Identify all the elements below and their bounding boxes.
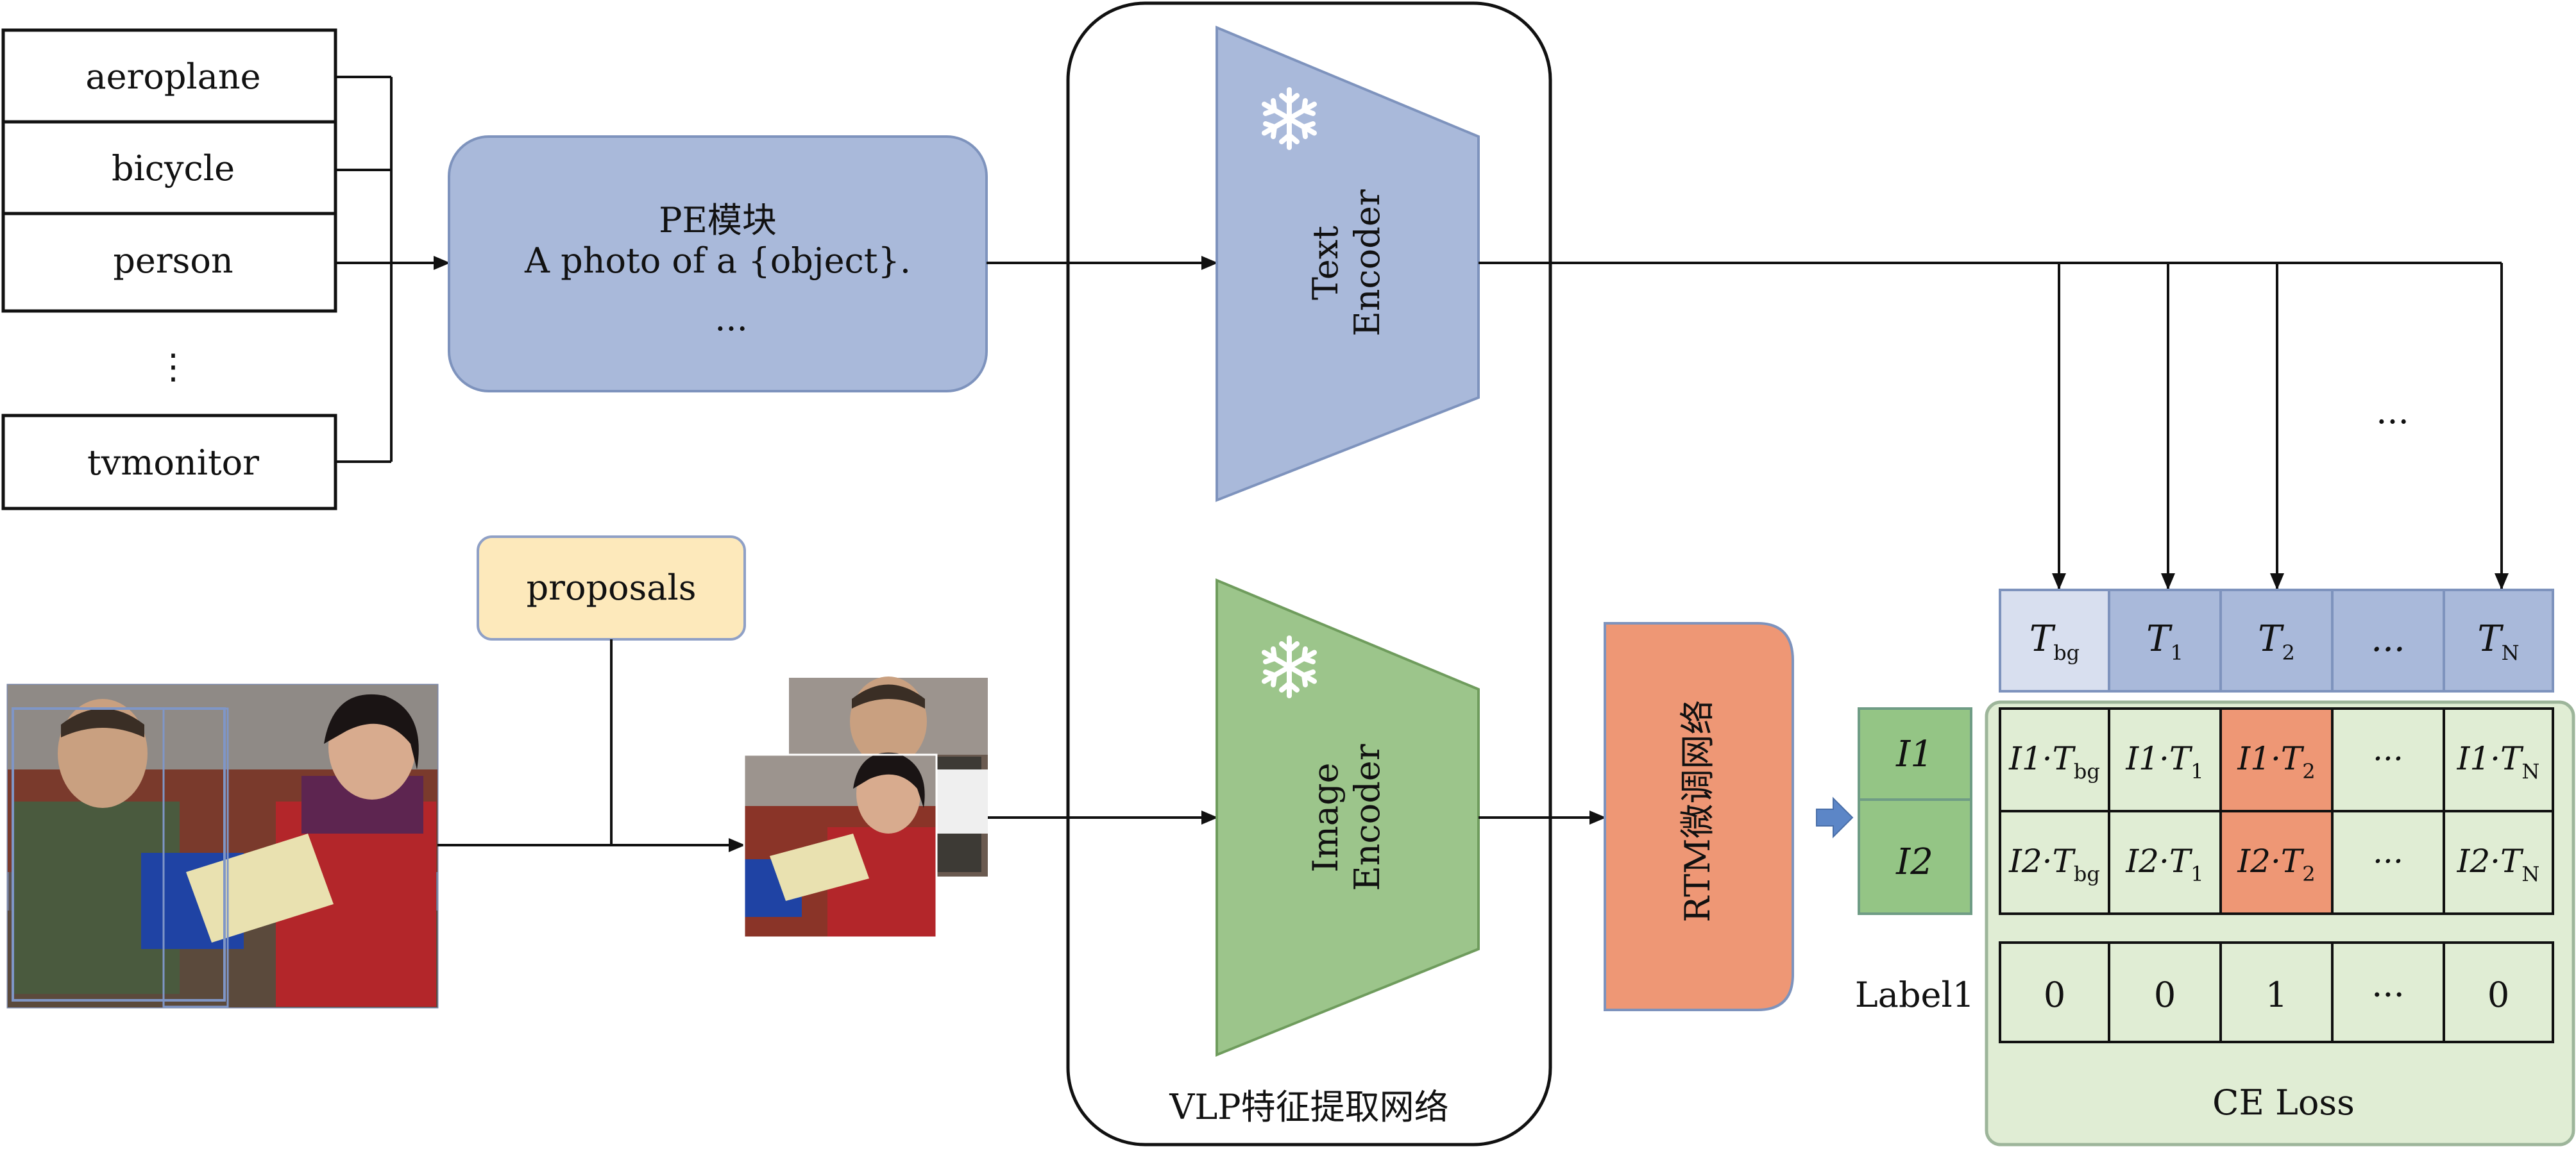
text-feature-cell xyxy=(2443,589,2554,693)
image-feature-i1-label: I1 xyxy=(1895,734,1933,775)
text-features-row: Tbg T1 T2... TN xyxy=(1999,589,2554,693)
vlp-network-caption: VLP特征提取网络 xyxy=(1169,1087,1448,1127)
text-feature-label: T1 xyxy=(2146,618,2183,665)
class-box-bicycle xyxy=(1,120,337,215)
similarity-cell-label: I1·T1 xyxy=(2125,740,2203,784)
class-box-person xyxy=(1,212,337,313)
similarity-matrix: I1·Tbg I1·T1 I1·T2 ··· I1·TN I2·Tbg I2·T1 I2·T2… xyxy=(1999,707,2554,915)
label-cell xyxy=(2108,941,2222,1043)
text-feature-cell xyxy=(1999,589,2110,693)
label-row: 0 0 1 ··· 0 xyxy=(1999,941,2554,1043)
source-image xyxy=(6,684,439,1009)
class-bracket xyxy=(335,76,393,463)
similarity-cell xyxy=(2443,707,2554,812)
label-cell-value: 1 xyxy=(2266,975,2287,1015)
label-cell-value: ··· xyxy=(2371,975,2405,1015)
similarity-cell xyxy=(1999,707,2110,812)
similarity-cell xyxy=(2219,810,2334,915)
class-label-aeroplane: aeroplane xyxy=(85,56,260,97)
similarity-cell xyxy=(2443,810,2554,915)
image-feature-i1 xyxy=(1858,707,1972,801)
image-encoder-label-line1: Image xyxy=(1305,762,1346,872)
similarity-cell-label: I2·Tbg xyxy=(2008,843,2100,886)
label-row-name: Label1 xyxy=(1855,975,1974,1015)
similarity-cell-label: I1·T2 xyxy=(2237,740,2315,784)
rtm-network-label: RTM微调网络 xyxy=(1677,700,1718,922)
label-cell xyxy=(2219,941,2334,1043)
proposal-crops xyxy=(743,676,988,939)
rtm-output-arrow xyxy=(1816,796,1854,839)
similarity-cell-label: I2·T1 xyxy=(2125,843,2203,886)
pe-module-template: A photo of a {object}. xyxy=(524,240,911,281)
class-label-bicycle: bicycle xyxy=(112,148,235,189)
text-feature-label: ... xyxy=(2371,618,2405,660)
text-encoder-label-line2: Encoder xyxy=(1347,189,1387,336)
similarity-cell-label: I1·TN xyxy=(2457,740,2540,784)
text-feature-label: Tbg xyxy=(2029,618,2080,665)
class-list-vdots: ⋮ xyxy=(156,346,191,387)
similarity-cell xyxy=(2331,810,2445,915)
rtm-network-box xyxy=(1604,622,1794,1011)
similarity-cell xyxy=(1999,810,2110,915)
similarity-cell-label: I2·T2 xyxy=(2237,843,2315,886)
image-features: I1 I2 xyxy=(1858,707,1972,915)
image-encoder xyxy=(1216,578,1480,1057)
loss-label: CE Loss xyxy=(2212,1082,2355,1123)
vlp-network-box xyxy=(1066,1,1552,1147)
bus-ellipsis: ... xyxy=(2376,391,2409,432)
text-feature-label: TN xyxy=(2477,618,2519,665)
label-cell-value: 0 xyxy=(2487,975,2509,1015)
similarity-cell-label: I2·TN xyxy=(2457,843,2540,886)
label-cell xyxy=(2443,941,2554,1043)
class-box-aeroplane xyxy=(1,28,337,124)
image-feature-i2 xyxy=(1858,798,1972,915)
similarity-cell-label: ··· xyxy=(2373,843,2403,880)
text-feature-label: T2 xyxy=(2258,618,2295,665)
label-cell xyxy=(2331,941,2445,1043)
pe-module: PE模块 A photo of a {object}. ... xyxy=(448,135,988,392)
image-feature-i2-label: I2 xyxy=(1895,841,1933,883)
label-cell-value: 0 xyxy=(2154,975,2176,1015)
class-label-tvmonitor: tvmonitor xyxy=(87,442,259,483)
similarity-cell-label: I1·Tbg xyxy=(2008,740,2100,784)
text-encoder xyxy=(1216,26,1480,502)
label-cell-value: 0 xyxy=(2044,975,2065,1015)
class-label-person: person xyxy=(113,240,233,281)
pe-module-ellipsis: ... xyxy=(715,298,748,339)
proposals-label: proposals xyxy=(527,567,697,608)
pe-module-title: PE模块 xyxy=(659,200,777,240)
class-list: aeroplane bicycle person ⋮ tvmonitor xyxy=(1,28,450,510)
text-encoder-label-line1: Text xyxy=(1305,226,1346,300)
similarity-cell-label: ··· xyxy=(2373,740,2403,777)
image-encoder-label-line2: Encoder xyxy=(1347,744,1387,891)
